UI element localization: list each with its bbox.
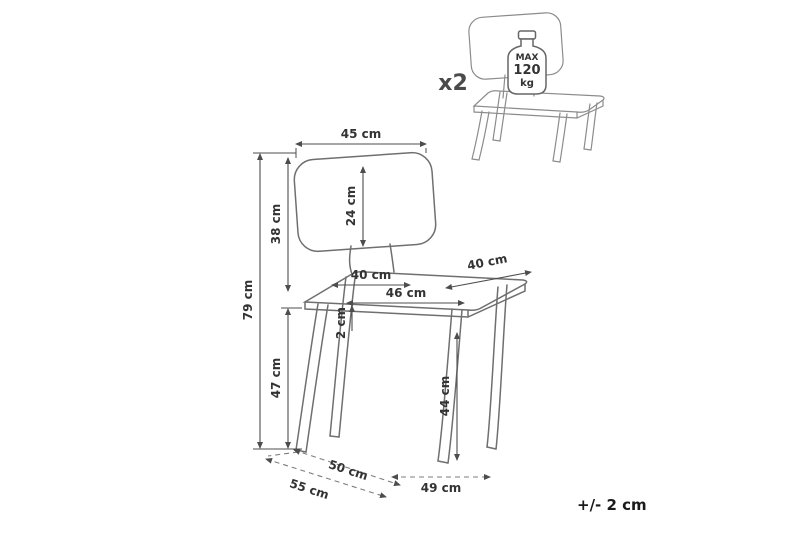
small-chair-seat xyxy=(472,90,605,113)
dim-base-depth-inner-label: 50 cm xyxy=(327,457,370,483)
dim-total-height-label: 79 cm xyxy=(241,280,255,321)
chair-leg-back-right xyxy=(486,284,508,450)
dim-backrest-inner-height: 24 cm xyxy=(344,166,366,247)
dim-backrest-inner-height-label: 24 cm xyxy=(344,186,358,227)
chair-back-support-right xyxy=(389,243,395,273)
dim-base-depth-inner: 50 cm xyxy=(293,449,401,486)
quantity-chair-drawing: MAX 120 kg x2 xyxy=(438,12,605,163)
tolerance-note: +/- 2 cm xyxy=(577,496,647,514)
dim-backrest-width: 45 cm xyxy=(295,127,427,147)
dim-leg-height-label: 44 cm xyxy=(438,376,452,417)
main-chair-drawing xyxy=(293,151,528,464)
dim-seat-height: 47 cm xyxy=(269,308,291,449)
dim-seat-thickness-label: 2 cm xyxy=(334,307,348,339)
weight-limit-value: 120 xyxy=(513,63,540,78)
dim-base-width-front-label: 49 cm xyxy=(421,481,462,495)
dim-total-height: 79 cm xyxy=(241,153,263,449)
dim-base-depth-outer-label: 55 cm xyxy=(288,476,331,502)
quantity-label: x2 xyxy=(438,71,468,96)
small-chair-support-left xyxy=(502,74,506,99)
weight-limit-unit: kg xyxy=(520,78,534,89)
dim-seat-width-front: 46 cm xyxy=(346,286,465,306)
dim-leg-height: 44 cm xyxy=(438,332,460,461)
extension-lines xyxy=(253,148,427,457)
dim-seat-thickness: 2 cm xyxy=(334,305,355,339)
dim-seat-depth-right-label: 40 cm xyxy=(466,251,508,272)
dim-base-width-front: 49 cm xyxy=(391,474,491,495)
chair-leg-back-left xyxy=(329,276,356,438)
chair-leg-front-left xyxy=(295,303,329,453)
dim-seat-width-front-label: 46 cm xyxy=(386,286,427,300)
dim-base-depth-outer: 55 cm xyxy=(265,457,387,502)
dim-backrest-height-label: 38 cm xyxy=(269,204,283,245)
chair-back-support-left xyxy=(348,245,353,275)
chair-backrest xyxy=(293,151,437,253)
small-chair-seat-edge xyxy=(473,99,604,119)
dim-seat-depth-top-label: 40 cm xyxy=(351,268,392,282)
dim-seat-depth-top: 40 cm xyxy=(331,268,411,288)
dim-backrest-width-label: 45 cm xyxy=(341,127,382,141)
small-chair-legs xyxy=(471,91,598,163)
dim-seat-height-label: 47 cm xyxy=(269,358,283,399)
weight-limit-icon: MAX 120 kg xyxy=(507,30,547,95)
dim-seat-depth-right: 40 cm xyxy=(445,251,532,290)
dim-backrest-height: 38 cm xyxy=(269,157,291,292)
weight-limit-max-label: MAX xyxy=(516,53,539,63)
